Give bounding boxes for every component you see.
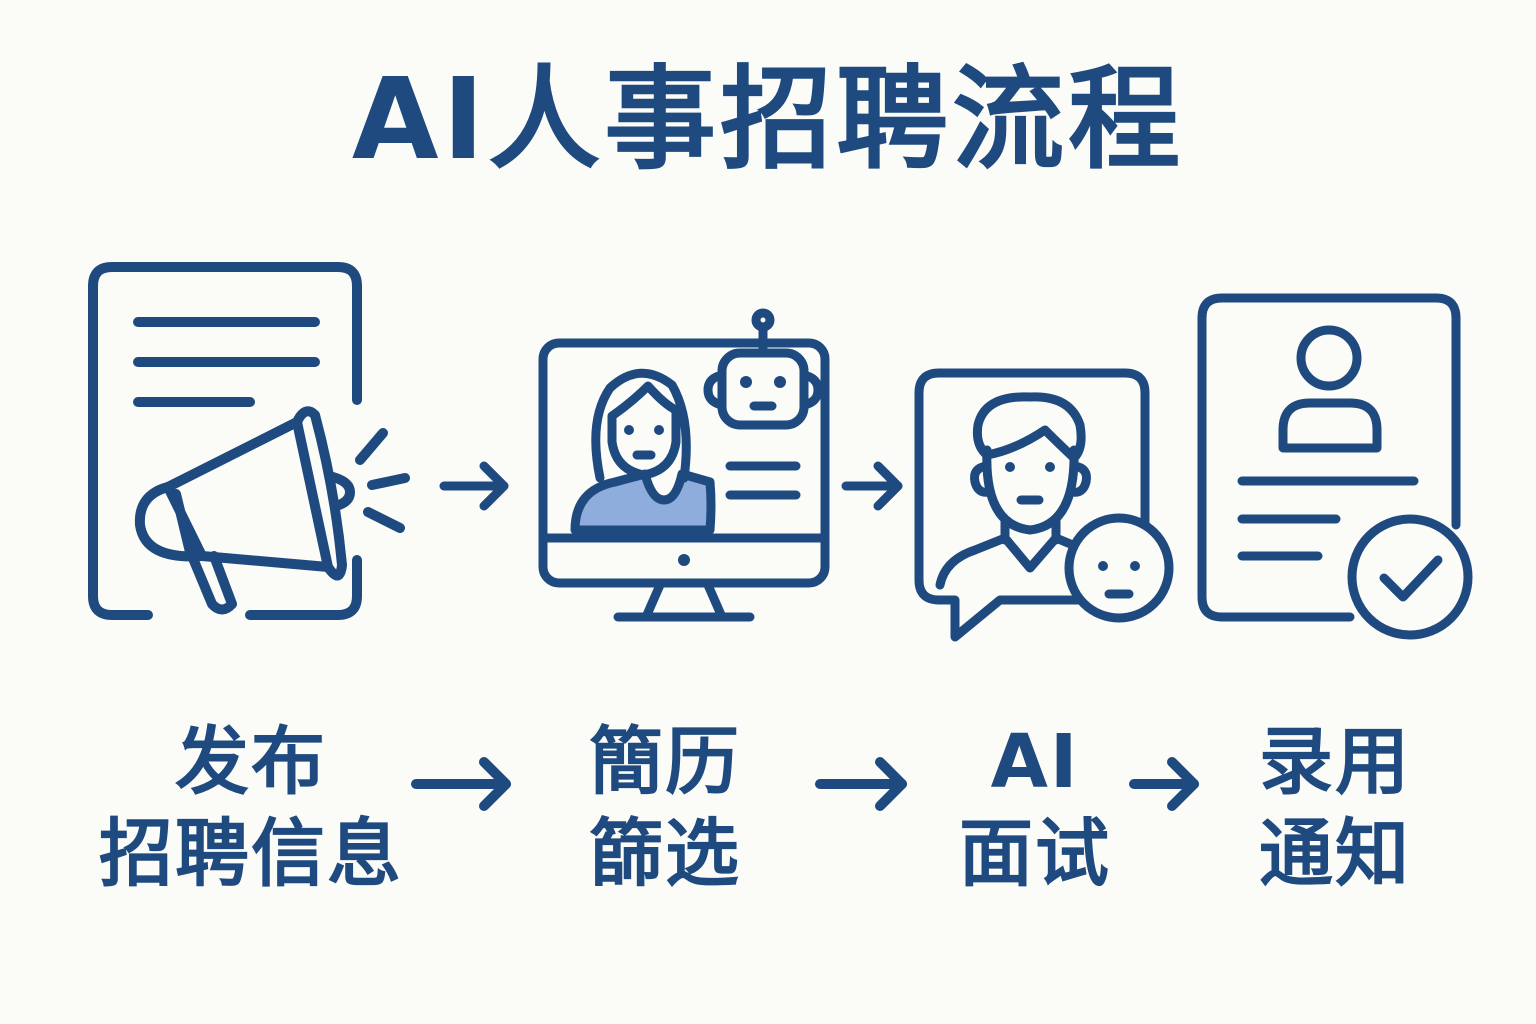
step-label-interview: AI 面试 (930, 716, 1140, 900)
step-label-screening: 簡历 篩选 (560, 716, 770, 900)
step-label-line: 簡历 (589, 719, 741, 805)
step-label-offer: 录用 通知 (1230, 716, 1440, 900)
step-label-line: AI (990, 719, 1080, 805)
step-label-line: 发布 (175, 719, 327, 805)
interview-chat-icon (914, 368, 1174, 642)
arrow-right-icon (411, 757, 511, 811)
step-label-line: 篩选 (589, 811, 741, 897)
step-label-line: 通知 (1259, 811, 1411, 897)
offer-approved-icon (1197, 293, 1473, 640)
arrow-right-icon (841, 461, 903, 511)
arrow-right-icon (1129, 757, 1199, 811)
arrow-right-icon (815, 757, 907, 811)
megaphone-document-icon (88, 262, 410, 620)
step-label-line: 录用 (1259, 719, 1411, 805)
step-label-line: 招聘信息 (99, 811, 403, 897)
step-label-publish: 发布 招聘信息 (88, 716, 414, 900)
page-title: AI人事招聘流程 (351, 55, 1185, 185)
step-label-line: 面试 (959, 811, 1111, 897)
monitor-robot-screening-icon (538, 308, 830, 622)
arrow-right-icon (439, 461, 509, 511)
